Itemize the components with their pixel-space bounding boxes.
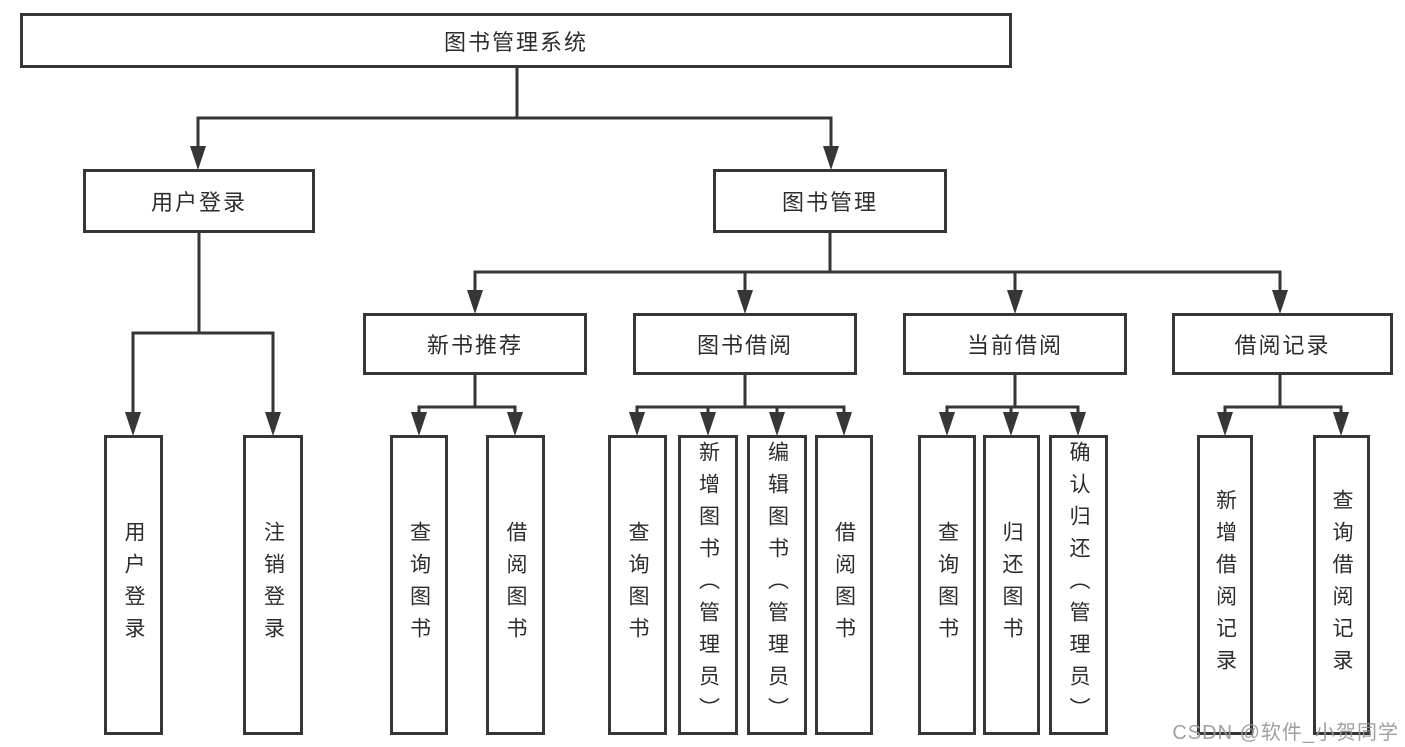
node-new-book-recommend-label: 新书推荐 [426, 333, 523, 358]
node-user-login: 用户登录 [83, 169, 315, 233]
node-book-borrow-label: 图书借阅 [696, 333, 793, 358]
csdn-watermark: CSDN @软件_小贺同学 [1172, 722, 1399, 744]
leaf-user-login-label: 用户登录 [122, 521, 145, 649]
node-current-borrow-label: 当前借阅 [966, 333, 1063, 358]
leaf-add-borrow-record: 新增借阅记录 [1197, 435, 1253, 735]
leaf-confirm-return-admin: 确认归还（管理员） [1049, 435, 1108, 735]
leaf-return-books-label: 归还图书 [1000, 521, 1023, 649]
leaf-return-books: 归还图书 [983, 435, 1040, 735]
leaf-logout-label: 注销登录 [261, 521, 285, 649]
leaf-add-book-admin: 新增图书（管理员） [678, 435, 738, 735]
leaf-edit-book-admin: 编辑图书（管理员） [747, 435, 807, 735]
node-book-borrow: 图书借阅 [633, 313, 857, 375]
leaf-query-books-current: 查询图书 [918, 435, 976, 735]
leaf-borrow-books-recommend-label: 借阅图书 [504, 521, 527, 649]
leaf-confirm-return-admin-label: 确认归还（管理员） [1067, 441, 1090, 729]
node-root-label: 图书管理系统 [443, 29, 588, 55]
node-root-library-system: 图书管理系统 [20, 13, 1012, 68]
node-book-management: 图书管理 [713, 169, 947, 233]
leaf-borrow-books: 借阅图书 [815, 435, 873, 735]
leaf-query-books-recommend: 查询图书 [390, 435, 448, 735]
leaf-edit-book-admin-label: 编辑图书（管理员） [765, 441, 789, 729]
node-borrow-records: 借阅记录 [1172, 313, 1393, 375]
leaf-logout: 注销登录 [243, 435, 303, 735]
node-new-book-recommend: 新书推荐 [363, 313, 587, 375]
leaf-query-borrow-record-label: 查询借阅记录 [1330, 489, 1353, 681]
node-borrow-records-label: 借阅记录 [1234, 333, 1331, 358]
leaf-query-books-recommend-label: 查询图书 [407, 521, 431, 649]
leaf-query-books-borrow: 查询图书 [608, 435, 667, 735]
node-current-borrow: 当前借阅 [903, 313, 1127, 375]
leaf-query-borrow-record: 查询借阅记录 [1313, 435, 1370, 735]
leaf-query-books-current-label: 查询图书 [935, 521, 959, 649]
leaf-borrow-books-label: 借阅图书 [832, 521, 856, 649]
leaf-add-book-admin-label: 新增图书（管理员） [696, 441, 720, 729]
node-book-management-label: 图书管理 [781, 190, 878, 215]
leaf-user-login: 用户登录 [104, 435, 163, 735]
node-user-login-label: 用户登录 [150, 190, 247, 215]
leaf-add-borrow-record-label: 新增借阅记录 [1213, 489, 1237, 681]
leaf-borrow-books-recommend: 借阅图书 [486, 435, 545, 735]
leaf-query-books-borrow-label: 查询图书 [626, 521, 649, 649]
